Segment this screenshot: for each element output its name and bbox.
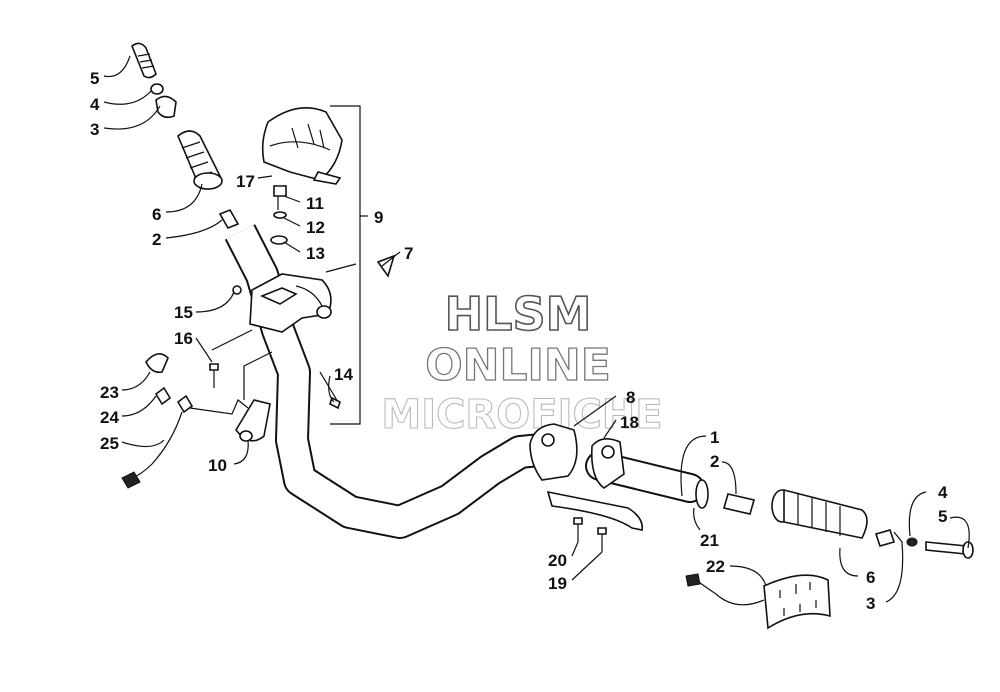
callout-23: 23 (100, 383, 119, 402)
callout-16: 16 (174, 329, 193, 348)
left-bar-end-weight (155, 95, 177, 119)
callout-5-right: 5 (938, 507, 947, 526)
callout-6-left: 6 (152, 205, 161, 224)
callout-11: 11 (306, 194, 324, 213)
right-bar-end-screw (925, 541, 974, 559)
callout-22: 22 (706, 557, 725, 576)
callout-24: 24 (100, 408, 119, 427)
callout-13: 13 (306, 244, 325, 263)
callout-numbers: 5 4 3 6 2 17 11 12 13 9 7 15 16 14 23 24… (90, 69, 948, 613)
callout-9: 9 (374, 208, 383, 227)
gasket (376, 254, 396, 278)
screws-19-20 (573, 517, 607, 552)
watermark-line-3: MICROFICHE (381, 392, 662, 438)
callout-4-right: 4 (938, 483, 948, 502)
callout-18: 18 (620, 413, 639, 432)
screw-stack (270, 185, 288, 245)
right-bar-end-weight (874, 529, 896, 547)
callout-2-left: 2 (152, 230, 161, 249)
screw-16 (209, 363, 219, 388)
clip-24 (154, 386, 172, 406)
harness-25 (121, 394, 194, 489)
callout-14: 14 (334, 365, 353, 384)
callout-2-right: 2 (710, 452, 719, 471)
right-washer (906, 537, 918, 547)
callout-1: 1 (710, 428, 719, 447)
watermark-line-2: ONLINE (425, 340, 611, 391)
callout-7: 7 (404, 244, 413, 263)
callout-10: 10 (208, 456, 227, 475)
callout-3-left: 3 (90, 120, 99, 139)
callout-3-right: 3 (866, 594, 875, 613)
callout-20: 20 (548, 551, 567, 570)
callout-15: 15 (174, 303, 193, 322)
switch-housing-cover (261, 106, 343, 185)
callout-17: 17 (236, 172, 255, 191)
boot-23 (145, 353, 169, 374)
left-hand-grip (177, 130, 223, 190)
screw-15 (232, 285, 242, 295)
right-bushing (722, 493, 756, 515)
leader-lines (103, 55, 970, 603)
left-washer (150, 83, 164, 95)
callout-4-left: 4 (90, 95, 100, 114)
callout-5-left: 5 (90, 69, 99, 88)
right-hand-grip (771, 488, 868, 539)
left-bar-end-screw (131, 42, 157, 79)
callout-21: 21 (700, 531, 719, 550)
watermark: HLSM ONLINE MICROFICHE (381, 286, 663, 438)
callout-19: 19 (548, 574, 567, 593)
callout-12: 12 (306, 218, 325, 237)
callout-8: 8 (626, 388, 635, 407)
right-spacer-21 (695, 479, 709, 509)
callout-25: 25 (100, 434, 119, 453)
brake-bracket (235, 399, 271, 442)
left-bushing (218, 208, 240, 230)
callout-6-right: 6 (866, 568, 875, 587)
right-control-assembly (529, 423, 644, 531)
watermark-line-1: HLSM (445, 287, 592, 341)
heater-element (685, 573, 831, 630)
throttle-housing (249, 273, 332, 333)
